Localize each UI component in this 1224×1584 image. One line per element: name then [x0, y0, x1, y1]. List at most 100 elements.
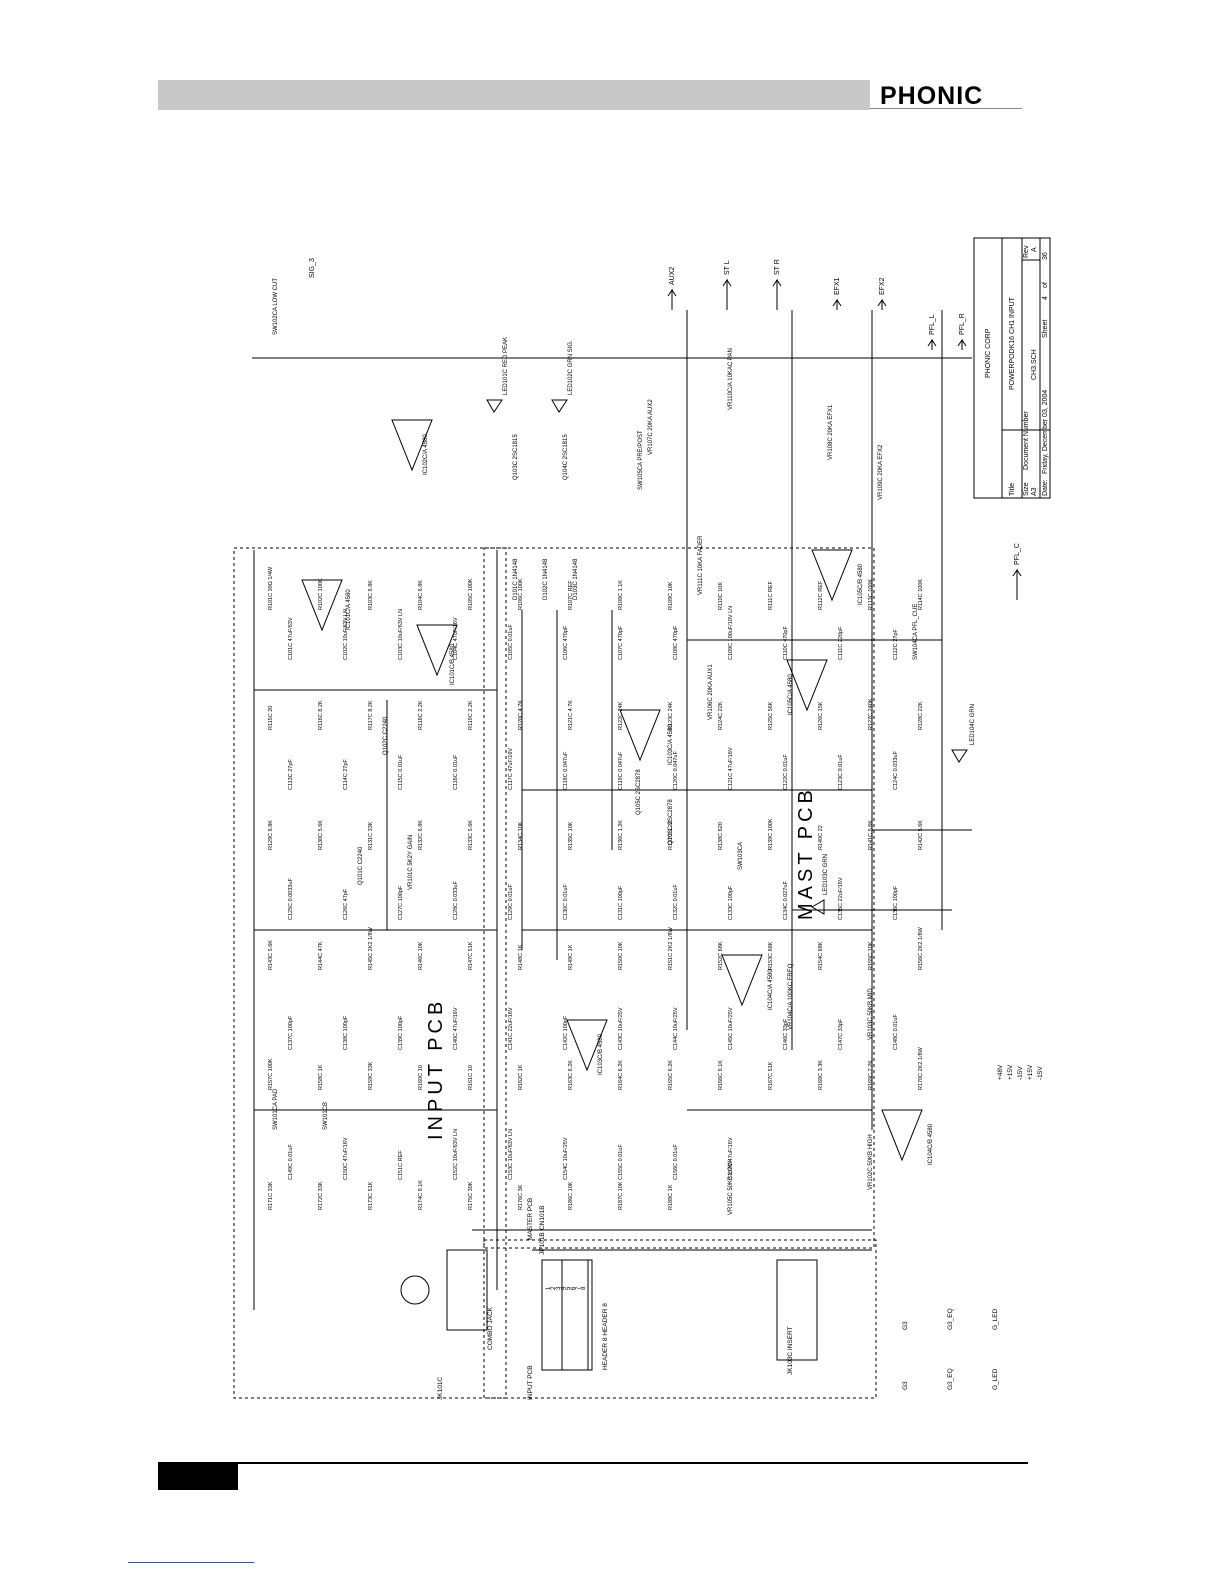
ic-label-0: IC101C/A 4580	[346, 589, 352, 630]
resistor-label-27: R128C 22K	[918, 701, 924, 730]
capacitor-label-54: C155C 0.01uF	[618, 1144, 624, 1180]
ground-port-0: G3	[902, 1381, 909, 1390]
resistor-label-54: R155C 10K	[868, 941, 874, 970]
capacitor-label-41: C142C 100pF	[563, 1015, 569, 1050]
capacitor-label-33: C134C 0.027uF	[783, 881, 789, 920]
ic-label-6: IC104C/B 4580	[928, 1123, 934, 1165]
resistor-label-19: R120C 4.7K	[518, 700, 524, 730]
date-label: Date:	[1042, 479, 1049, 496]
resistor-label-58: R159C 33K	[368, 1061, 374, 1090]
resistor-label-59: R160C 10	[418, 1065, 424, 1090]
opamp-ic104cb	[619, 709, 661, 762]
ic-label-8: IC105C/B 4580	[858, 563, 864, 605]
resistor-label-62: R163C 6.2K	[568, 1060, 574, 1090]
capacitor-label-25: C126C 47pF	[343, 888, 349, 920]
capacitor-label-17: C118C 0.047uF	[563, 751, 569, 790]
size-value: A3	[1031, 487, 1038, 496]
ground-port-3: G3	[902, 1321, 909, 1330]
resistor-label-72: R173C 51K	[368, 1181, 374, 1210]
switch-label-5: SW105CA PRE/POST	[638, 430, 644, 490]
capacitor-label-26: C127C 100pF	[398, 885, 404, 920]
date-value: Friday, December 03, 2004	[1042, 390, 1049, 474]
output-arrow-pflr	[957, 338, 967, 350]
capacitor-label-12: C113C 27pF	[288, 759, 294, 790]
capacitor-label-46: C147C 33pF	[838, 1018, 844, 1050]
capacitor-label-48: C149C 0.01uF	[288, 1144, 294, 1180]
resistor-label-14: R115C 20	[268, 706, 274, 730]
led-label-2: LED103C GRN	[823, 854, 829, 895]
resistor-label-24: R125C 56K	[768, 701, 774, 730]
schematic-diagram: PHONIC CORP Title POWERPODK16 CH1 INPUT …	[233, 237, 1051, 1400]
resistor-label-41: R142C 5.6K	[918, 820, 924, 850]
header-cn101b	[561, 1259, 593, 1371]
transistor-label-3: Q104C 2SC1815	[563, 434, 569, 480]
title-company: PHONIC CORP	[985, 328, 992, 378]
output-arrow-efx2	[877, 298, 887, 310]
output-label-8: SIG_3	[309, 258, 316, 278]
pot-label-10: VR111C 10KA FADER	[698, 535, 704, 595]
capacitor-label-18: C119C 0.047uF	[618, 751, 624, 790]
capacitor-label-39: C140C 47uF/16V	[453, 1007, 459, 1050]
capacitor-label-44: C145C 10uF/25V	[728, 1007, 734, 1050]
resistor-label-67: R168C 3.3K	[818, 1060, 824, 1090]
resistor-label-60: R161C 10	[468, 1065, 474, 1090]
capacitor-label-29: C130C 0.01uF	[563, 884, 569, 920]
capacitor-label-56: C157C 47uF/16V	[728, 1137, 734, 1180]
footer-page-block	[158, 1464, 238, 1490]
ic-label-5: IC104C/A 4580	[768, 969, 774, 1010]
title-value: POWERPODK16 CH1 INPUT	[1009, 296, 1016, 390]
resistor-label-17: R118C 2.2K	[418, 700, 424, 730]
title-block	[973, 237, 1051, 499]
footer-rule	[158, 1462, 1028, 1464]
resistor-label-0: R101C 39Ω 1/4W	[268, 566, 274, 610]
led-label-3: LED104C GRN	[970, 704, 976, 745]
capacitor-label-49: C150C 47uF/16V	[343, 1137, 349, 1180]
insert-label: JK103C INSERT	[787, 1326, 794, 1375]
transistor-label-0: Q101C C2240	[358, 846, 364, 885]
resistor-label-15: R116C 8.2K	[318, 700, 324, 730]
capacitor-label-30: C131C 100pF	[618, 885, 624, 920]
combo-label: COMBO JACK	[487, 1306, 494, 1350]
resistor-label-25: R126C 15K	[818, 701, 824, 730]
capacitor-label-14: C115C 0.01uF	[398, 754, 404, 790]
led102c-symbol	[551, 399, 568, 413]
power-rail-0: +48V	[997, 1064, 1004, 1080]
xlr-jack-symbol	[400, 1275, 430, 1305]
resistor-label-20: R121C 4.7K	[568, 700, 574, 730]
resistor-label-32: R133C 5.6K	[468, 820, 474, 850]
power-rail-2: -15V	[1017, 1066, 1024, 1080]
header-pin-1: 2	[551, 1286, 557, 1290]
output-label-6: PFL_R	[959, 313, 966, 335]
ic-label-7: IC105C/A 4580	[788, 674, 794, 715]
opamp-ic102ca	[391, 419, 433, 472]
footer-underline	[128, 1562, 254, 1563]
resistor-label-22: R123C 24K	[668, 701, 674, 730]
capacitor-label-23: C124C 0.033uF	[893, 751, 899, 790]
resistor-label-1: R102C 100K	[318, 578, 324, 610]
switch-label-2: SW101CB	[323, 1102, 329, 1130]
resistor-label-40: R141C 5.6K	[868, 820, 874, 850]
resistor-label-13: R114C 100K	[918, 579, 924, 610]
led-label-0: LED101C RED PEAK	[503, 337, 509, 395]
transistor-label-5: Q106C 2SC2878	[668, 799, 674, 845]
resistor-label-53: R154C 68K	[818, 941, 824, 970]
resistor-label-51: R152C 68K	[718, 941, 724, 970]
header-pin-2: 3	[556, 1286, 562, 1290]
header-pin-0: 1	[546, 1286, 552, 1290]
capacitor-label-51: C152C 10uF/63V LN	[453, 1129, 459, 1180]
brand-logo: PHONIC	[880, 82, 984, 110]
capacitor-label-15: C116C 0.01uF	[453, 754, 459, 790]
output-label-7: PFL_C	[1014, 543, 1021, 565]
output-arrow-stl	[722, 278, 732, 310]
capacitor-label-13: C114C 27pF	[343, 759, 349, 790]
board-label-master: MAST PCB	[795, 786, 817, 920]
resistor-label-68: R169C 2.2K	[868, 1060, 874, 1090]
header-pin-7: 8	[581, 1286, 587, 1290]
resistor-label-33: R134C 10K	[518, 821, 524, 850]
